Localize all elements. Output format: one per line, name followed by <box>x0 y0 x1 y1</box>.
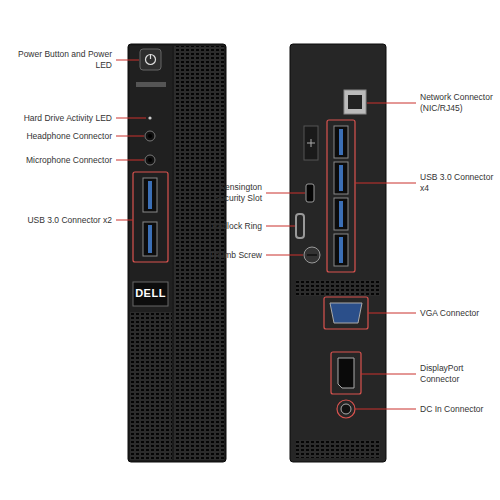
hdd-led-label: Hard Drive Activity LED <box>8 113 112 124</box>
kensington-label: Kensington Security Slot <box>190 182 262 203</box>
displayport-label: DisplayPort Connector <box>420 363 496 384</box>
headphone-label: Headphone Connector <box>8 131 112 142</box>
power-button-label: Power Button and Power LED <box>8 49 112 70</box>
usb-label: USB 3.0 Connector x2 <box>8 215 112 226</box>
padlock-label: Padlock Ring <box>190 221 262 232</box>
brand-logo: DELL <box>133 287 168 301</box>
vga-label: VGA Connector <box>420 308 496 319</box>
microphone-label: Microphone Connector <box>8 155 112 166</box>
dc-in-label: DC In Connector <box>420 404 496 415</box>
network-label: Network Connector (NIC/RJ45) <box>420 92 496 113</box>
usb-label: USB 3.0 Connector x4 <box>420 172 496 193</box>
thumb-screw-label: Thumb Screw <box>190 250 262 261</box>
